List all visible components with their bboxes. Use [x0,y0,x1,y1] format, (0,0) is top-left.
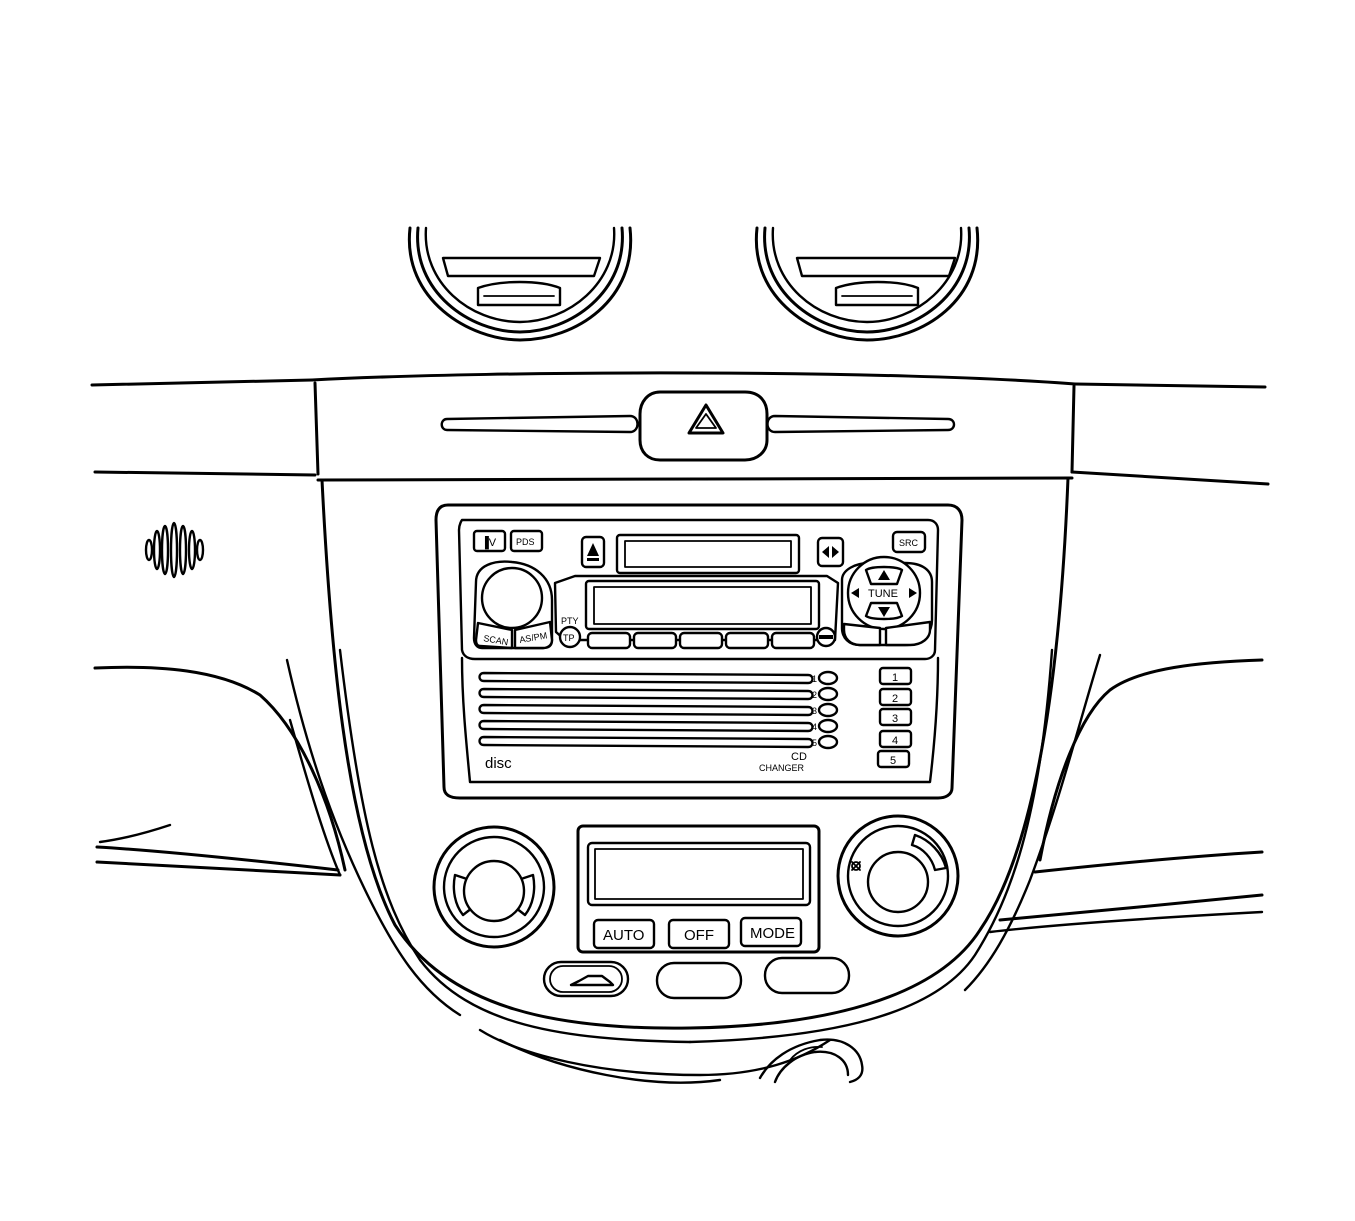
slot-number: 4 [812,722,817,732]
scan-label: SCAN [483,633,509,647]
cd-changer-label: CD [791,751,807,763]
mute-button[interactable] [815,626,837,648]
car-recirculation-icon [569,974,615,987]
cd-changer-slots [478,671,814,749]
slot-number: 3 [812,706,817,716]
src-button[interactable]: SRC [891,530,927,554]
disc-button-3[interactable]: 3 [878,707,913,727]
radio-preset-button[interactable] [678,631,724,650]
radio-display [553,574,840,642]
mode-button[interactable]: MODE [739,916,803,948]
slot-number: 2 [812,690,817,700]
pds-label: PDS [516,537,535,547]
tp-label: TP [563,633,575,643]
eject-button[interactable] [580,535,606,569]
disc-button-1[interactable]: 1 [878,666,913,686]
cassette-slot [615,533,801,575]
slot-indicator-light [817,670,839,686]
direction-button[interactable] [816,536,845,568]
cd-slot-indicators: 1 2 3 4 5 [812,670,839,750]
arrow-right-icon [832,546,839,558]
off-button[interactable]: OFF [667,918,731,950]
disc-button-4[interactable]: 4 [878,729,913,749]
auto-label: AUTO [603,927,644,944]
disc-button-label: 1 [892,672,898,684]
slot-indicator-light [817,686,839,702]
climate-display-panel [576,824,821,954]
disc-button-5[interactable]: 5 [876,749,911,769]
oval-button-middle[interactable] [655,961,743,1000]
as-pm-label: AS/PM [519,630,548,645]
src-label: SRC [899,538,919,548]
radio-preset-button[interactable] [724,631,770,650]
slot-number: 1 [812,674,817,684]
cd-changer-label: CHANGER [759,763,805,773]
hazard-icon [687,403,725,435]
disc-button-label: 5 [890,755,896,767]
disc-button-2[interactable]: 2 [878,687,913,707]
left-climate-knob[interactable] [432,825,556,949]
oval-button-right[interactable] [763,956,851,995]
disc-select-buttons: 1 2 3 4 5 [876,666,913,769]
tune-pad: TUNE [840,555,934,647]
speaker-grille-icon [144,521,205,579]
left-air-vent [407,226,633,342]
right-air-vent [754,226,980,342]
auto-button[interactable]: AUTO [592,918,656,950]
arrow-left-icon [822,546,829,558]
slot-indicator-light [817,702,839,718]
radio-preset-buttons [586,631,816,650]
slot-number: 5 [812,738,817,748]
recirculation-button[interactable] [542,960,630,998]
radio-unit [434,503,964,800]
radio-preset-button[interactable] [632,631,678,650]
slot-indicator-light [817,718,839,734]
pds-button[interactable]: PDS [509,529,544,553]
arrow-down-icon [878,607,890,617]
arrow-left-icon [851,588,859,598]
arrow-right-icon [909,588,917,598]
slot-indicator-light [817,734,839,750]
radio-preset-button[interactable] [586,631,632,650]
tv-label: ▐V [481,535,497,550]
radio-preset-button[interactable] [770,631,816,650]
as-pm-button[interactable]: AS/PM [513,620,554,650]
right-climate-knob[interactable] [836,814,960,938]
tp-button[interactable]: TP [558,625,582,649]
dashboard-outline [90,371,1270,1084]
mode-label: MODE [750,925,795,942]
disc-button-label: 2 [892,693,898,705]
disc-button-label: 4 [892,735,898,747]
tune-lower-left-button[interactable] [842,622,882,647]
pty-label: PTY [561,616,579,626]
tune-label: TUNE [868,588,898,600]
tune-lower-right-button[interactable] [884,620,932,647]
off-label: OFF [684,927,714,944]
disc-button-label: 3 [892,713,898,725]
tv-button[interactable]: ▐V [472,529,507,553]
disc-label: disc [485,755,512,772]
scan-button[interactable]: SCAN [474,621,514,650]
eject-icon [587,543,599,556]
arrow-up-icon [878,570,890,580]
